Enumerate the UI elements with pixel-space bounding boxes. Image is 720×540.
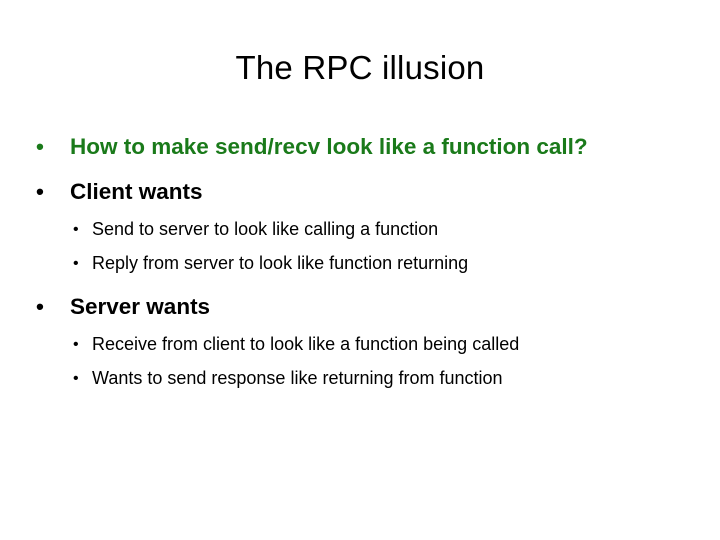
bullet-level1-label: How to make send/recv look like a functi… <box>70 134 588 159</box>
sub-bullet-group-server: • Receive from client to look like a fun… <box>28 331 692 392</box>
bullet-level2-reply-from-server: • Reply from server to look like functio… <box>28 250 692 277</box>
sub-bullet-group-client: • Send to server to look like calling a … <box>28 216 692 277</box>
bullet-level2-label: Reply from server to look like function … <box>92 253 469 273</box>
bullet-marker-icon: • <box>73 370 79 387</box>
bullet-level2-send-to-server: • Send to server to look like calling a … <box>28 216 692 243</box>
bullet-level1-label: Client wants <box>70 179 203 204</box>
bullet-marker-icon: • <box>73 221 79 238</box>
bullet-level1-server-wants: • Server wants <box>28 291 692 322</box>
bullet-level2-receive-from-client: • Receive from client to look like a fun… <box>28 331 692 358</box>
bullet-marker-icon: • <box>73 255 79 272</box>
page-title: The RPC illusion <box>235 49 485 86</box>
bullet-level2-wants-to-send-response: • Wants to send response like returning … <box>28 365 692 392</box>
bullet-marker-icon: • <box>36 134 44 159</box>
slide-body: • How to make send/recv look like a func… <box>28 131 692 392</box>
bullet-level1-client-wants: • Client wants <box>28 176 692 207</box>
bullet-marker-icon: • <box>36 179 44 204</box>
bullet-marker-icon: • <box>73 336 79 353</box>
bullet-level2-label: Send to server to look like calling a fu… <box>92 219 439 239</box>
bullet-marker-icon: • <box>36 294 44 319</box>
bullet-level2-label: Wants to send response like returning fr… <box>92 368 503 388</box>
bullet-level1-how-to-make: • How to make send/recv look like a func… <box>28 131 692 162</box>
bullet-level2-label: Receive from client to look like a funct… <box>92 334 520 354</box>
bullet-level1-label: Server wants <box>70 294 211 319</box>
